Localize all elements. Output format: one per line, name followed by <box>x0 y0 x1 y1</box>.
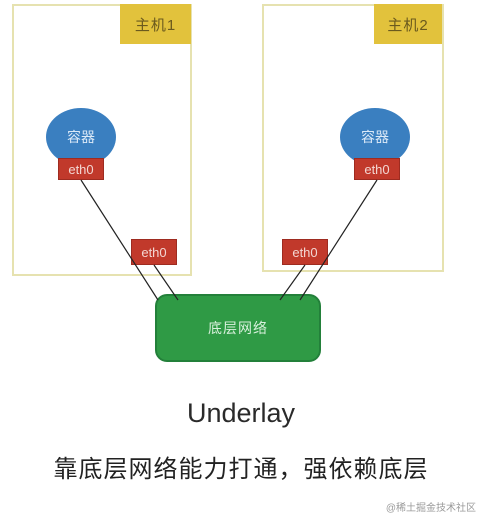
diagram-caption: 靠底层网络能力打通，强依赖底层 <box>53 456 429 483</box>
host-1-container-eth: eth0 <box>58 158 104 180</box>
link-host1-container-to-network <box>80 179 159 301</box>
watermark: @稀土掘金技术社区 <box>385 503 476 514</box>
underlay-network-box: 底层网络 <box>155 294 321 362</box>
host-1-label: 主机1 <box>120 4 191 44</box>
link-host2-container-to-network <box>299 179 378 301</box>
diagram-title: Underlay <box>186 398 296 428</box>
link-host1-eth-to-network <box>153 264 179 301</box>
host-2-label: 主机2 <box>374 4 442 44</box>
host-2-host-eth: eth0 <box>282 239 328 265</box>
host-1-container: 容器 <box>46 108 116 166</box>
link-host2-eth-to-network <box>279 264 306 301</box>
host-1-host-eth: eth0 <box>131 239 177 265</box>
host-2-container: 容器 <box>340 108 410 166</box>
host-2-container-eth: eth0 <box>354 158 400 180</box>
